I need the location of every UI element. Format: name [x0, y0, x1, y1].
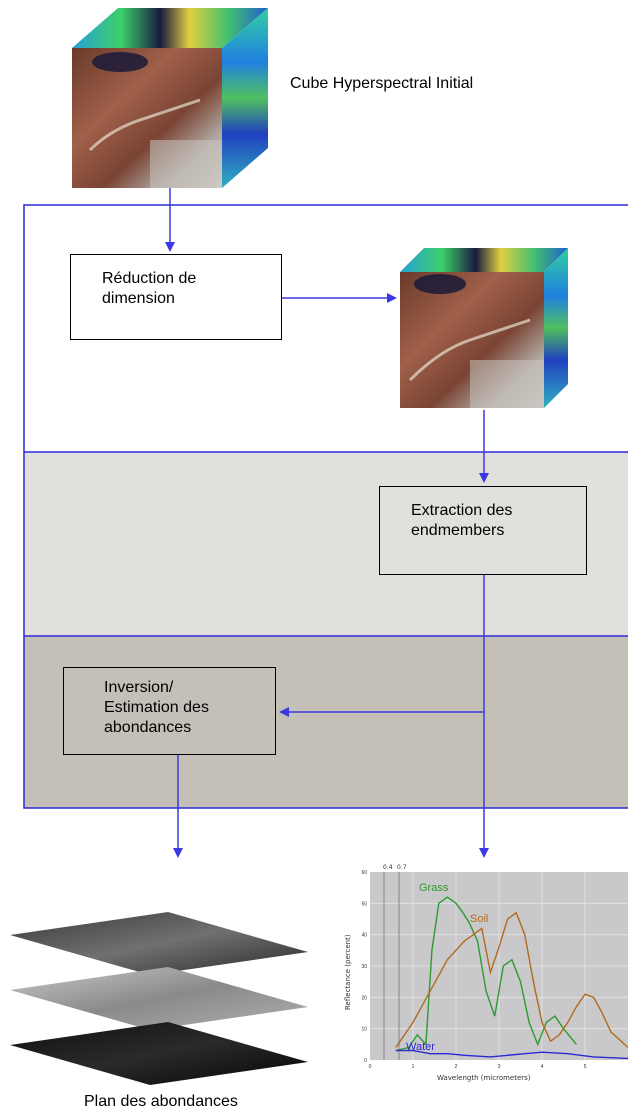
series-label-soil: Soil [470, 913, 488, 925]
x-tick-label-3: 3 [498, 1064, 501, 1070]
x-tick-label-2: 2 [455, 1064, 458, 1070]
y-tick-label-5: 10 [361, 1027, 367, 1033]
dimension-reduction-step: Réduction de dimension [70, 254, 282, 340]
chart-ylabel: Reflectance (percent) [344, 934, 352, 1010]
initial-cube-label: Cube Hyperspectral Initial [290, 75, 474, 92]
dimension-reduction-label: Réduction de dimension [102, 270, 197, 307]
chart-top-tick-1: 0.4 [383, 864, 393, 871]
reduced-cube [400, 248, 568, 408]
abundance-plane-1 [10, 912, 308, 975]
initial-hyperspectral-cube [72, 8, 268, 188]
abundance-planes-label: Plan des abondances [84, 1093, 238, 1110]
x-tick-label-1: 1 [412, 1064, 415, 1070]
series-line-soil [395, 911, 628, 1049]
endmember-extraction-step: Extraction des endmembers [379, 486, 587, 575]
y-tick-label-4: 20 [361, 995, 367, 1001]
y-tick-label-2: 40 [361, 933, 367, 939]
process-frame [23, 204, 628, 809]
y-tick-label-0: 60 [361, 870, 367, 876]
abundance-estimation-label: Inversion/ Estimation des abondances [104, 679, 209, 736]
series-line-grass [395, 896, 577, 1052]
chart-y-ticks: 60 50 40 30 20 10 0 [361, 870, 367, 1064]
x-tick-label-4: 4 [541, 1064, 544, 1070]
chart-x-ticks: 0 1 2 3 4 5 [369, 1064, 587, 1070]
series-label-water: Water [406, 1041, 435, 1053]
x-tick-label-5: 5 [584, 1064, 587, 1070]
abundance-planes [10, 912, 308, 1085]
y-tick-label-6: 0 [364, 1058, 367, 1064]
y-tick-label-1: 50 [361, 901, 367, 907]
chart-xlabel: Wavelength (micrometers) [437, 1074, 531, 1082]
series-line-water [395, 1049, 628, 1060]
x-tick-label-0: 0 [369, 1064, 372, 1070]
series-label-grass: Grass [419, 882, 449, 894]
abundance-estimation-step: Inversion/ Estimation des abondances [63, 667, 276, 755]
abundance-plane-3 [10, 1022, 308, 1085]
chart-series-group [395, 896, 628, 1060]
y-tick-label-3: 30 [361, 964, 367, 970]
abundance-plane-2 [10, 967, 308, 1030]
chart-top-tick-2: 0.7 [397, 864, 407, 871]
endmember-extraction-label: Extraction des endmembers [411, 502, 513, 539]
